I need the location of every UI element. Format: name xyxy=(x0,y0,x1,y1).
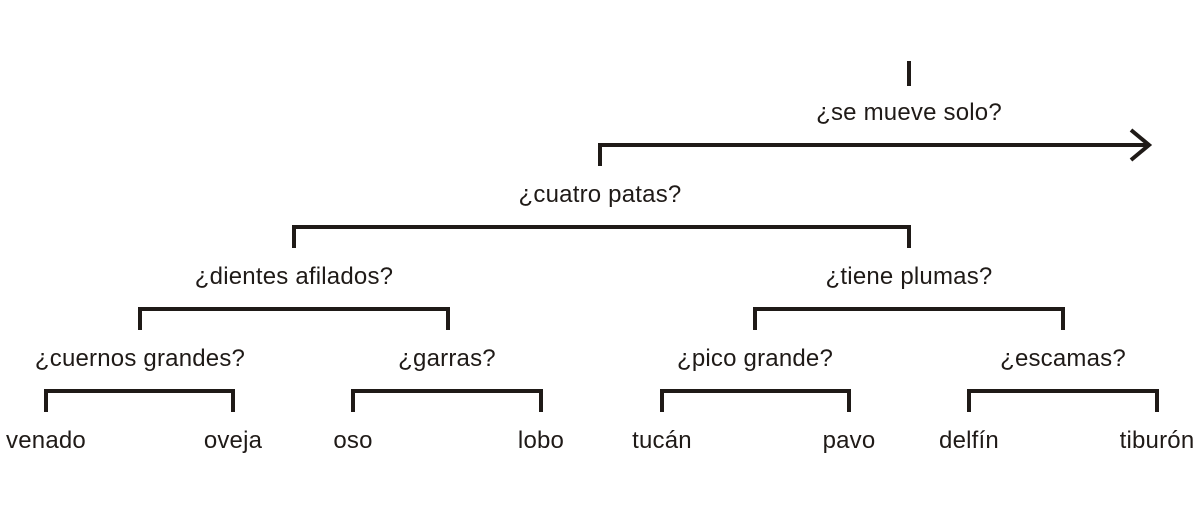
leaf-oso: oso xyxy=(333,427,373,454)
beak-branch xyxy=(660,389,851,412)
claws-branch xyxy=(351,389,543,412)
feathers-branch xyxy=(753,307,1065,330)
question-claws: ¿garras? xyxy=(398,345,496,372)
leaf-delfin: delfín xyxy=(939,427,999,454)
leaf-tucan: tucán xyxy=(632,427,692,454)
question-scales: ¿escamas? xyxy=(1000,345,1126,372)
horns-branch xyxy=(44,389,235,412)
question-horns: ¿cuernos grandes? xyxy=(34,345,246,372)
leaf-pavo: pavo xyxy=(822,427,876,454)
question-root: ¿se mueve solo? xyxy=(816,99,1002,126)
scales-branch xyxy=(967,389,1159,412)
question-beak: ¿pico grande? xyxy=(676,345,834,372)
leaf-oveja: oveja xyxy=(203,427,263,454)
question-legs: ¿cuatro patas? xyxy=(518,181,682,208)
leaf-venado: venado xyxy=(6,427,86,454)
legs-branch xyxy=(292,225,911,248)
leaf-tiburon: tiburón xyxy=(1119,427,1195,454)
teeth-branch xyxy=(138,307,450,330)
arrow-head-icon xyxy=(1129,128,1153,162)
leaf-lobo: lobo xyxy=(517,427,565,454)
question-feathers: ¿tiene plumas? xyxy=(825,263,993,290)
root-branch xyxy=(598,143,1148,166)
question-teeth: ¿dientes afilados? xyxy=(194,263,394,290)
